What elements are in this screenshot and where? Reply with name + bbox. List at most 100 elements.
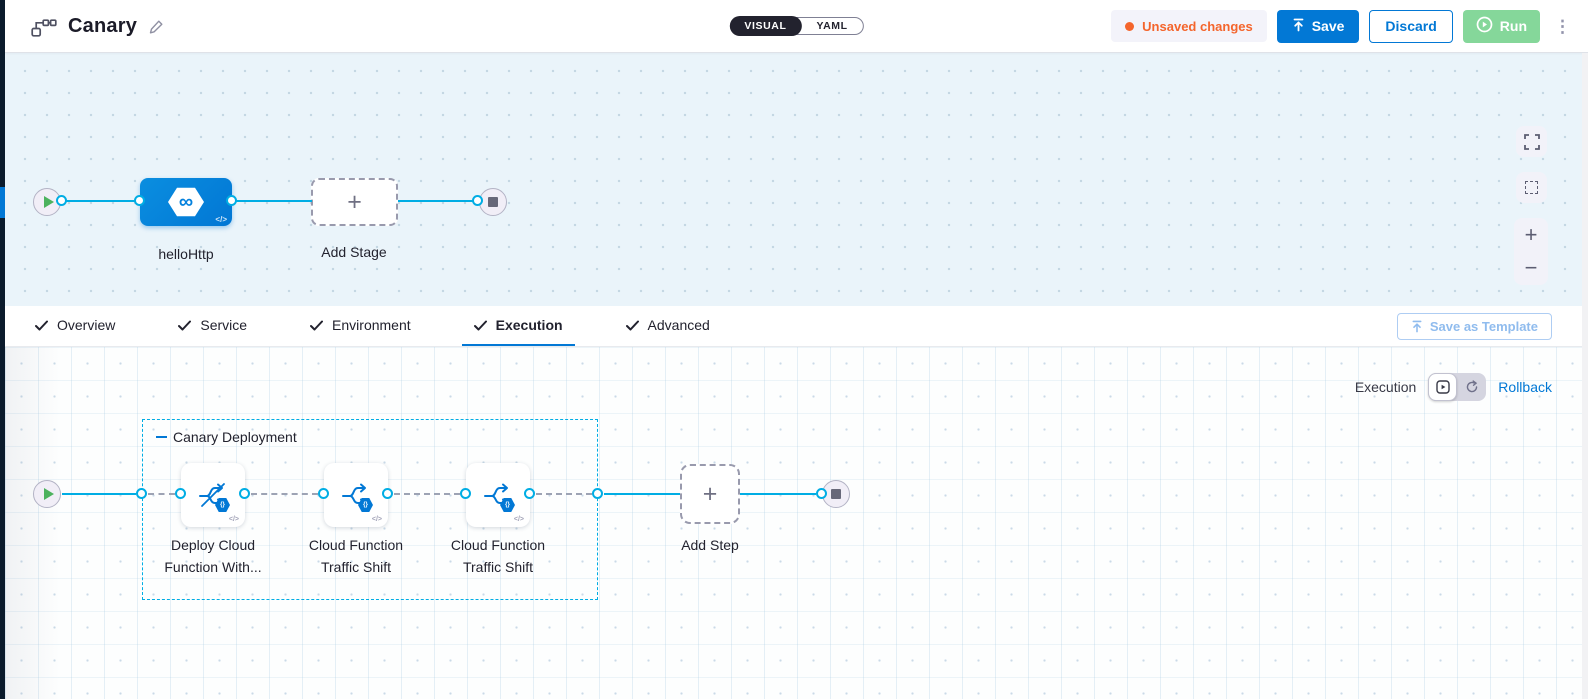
cloud-function-badge-icon: {} [358,498,373,512]
multi-select-button[interactable] [1516,172,1547,203]
connector-port [592,488,603,499]
cloud-function-badge-icon: {} [215,498,230,512]
execution-canvas-background [5,347,1582,699]
run-play-icon [1476,16,1493,36]
step-label: Cloud Function Traffic Shift [450,537,546,575]
pipeline-icon [31,16,57,37]
tab-execution[interactable]: Execution [461,306,575,346]
run-button-label: Run [1499,18,1527,34]
stop-icon [831,489,841,499]
rollback-link[interactable]: Rollback [1498,379,1552,395]
step-connector-dashed [394,493,460,495]
add-step-button[interactable]: + [680,464,740,524]
unsaved-changes-badge: Unsaved changes [1111,10,1267,42]
vertical-scrollbar[interactable] [1582,53,1588,699]
step-traffic-shift-2[interactable]: {} </> [466,463,530,527]
stage-tabbar: Overview Service Environment Execution A… [5,306,1582,347]
cloud-function-badge-icon: {} [500,498,515,512]
fullscreen-icon [1523,133,1540,150]
rollback-mode-button[interactable] [1457,373,1486,401]
step-label: Cloud Function Traffic Shift [308,537,404,575]
toggle-yaml[interactable]: YAML [816,20,848,32]
execution-mode-button[interactable] [1428,373,1458,401]
group-collapse-dash-icon[interactable] [156,436,167,438]
infinity-glyph: ∞ [178,191,194,213]
zoom-controls: + − [1514,218,1548,285]
stop-icon [488,197,498,207]
check-icon [310,320,324,330]
connector-port [460,488,471,499]
nav-active-indicator [0,187,5,218]
group-name: Canary Deployment [173,429,297,445]
collapsed-nav-strip[interactable] [0,0,5,699]
connector-port [816,488,827,499]
add-stage-button[interactable]: + [311,178,398,226]
header-menu-icon[interactable]: ⋮ [1554,16,1571,36]
step-traffic-shift-1[interactable]: {} </> [324,463,388,527]
visual-yaml-toggle: VISUAL YAML [729,16,864,36]
check-icon [35,320,48,330]
rollback-icon [1466,380,1478,393]
stage-node-hellohttp[interactable]: ∞ </> [140,178,232,226]
step-group-canary-deployment[interactable]: Canary Deployment [142,419,598,600]
connector-port [226,195,237,206]
check-icon [178,320,192,330]
tab-label: Overview [57,317,116,333]
zoom-out-button[interactable]: − [1524,255,1538,281]
tab-label: Environment [332,317,411,333]
connector-port [175,488,186,499]
tab-label: Advanced [647,317,710,333]
unsaved-changes-label: Unsaved changes [1142,18,1253,34]
tab-advanced[interactable]: Advanced [614,306,722,346]
discard-button[interactable]: Discard [1369,9,1453,43]
fullscreen-button[interactable] [1516,126,1547,157]
stage-canvas-background [5,53,1582,306]
run-button[interactable]: Run [1462,9,1540,43]
tab-service[interactable]: Service [166,306,259,346]
edit-title-icon[interactable] [148,18,165,35]
tab-label: Service [200,317,248,333]
add-stage-label: Add Stage [321,244,387,260]
execution-icon [1436,380,1450,394]
connector-port [134,195,145,206]
save-button-label: Save [1311,18,1345,34]
step-connector-dashed [148,493,175,495]
stage-connector [398,200,476,202]
step-connector [740,493,816,495]
execution-start-node[interactable] [33,480,61,508]
code-icon: </> [228,516,239,523]
step-group-label: Canary Deployment [156,429,297,445]
plus-icon: + [702,479,718,508]
step-deploy-cloud-function[interactable]: {} </> [181,463,245,527]
connector-port [136,488,147,499]
page-title: Canary [68,14,138,37]
pipeline-end-node[interactable] [479,188,507,216]
execution-rollback-switcher: Execution Rollback [1355,373,1552,401]
play-icon [43,488,54,500]
add-step-label: Add Step [681,537,739,553]
upload-icon [1292,18,1305,35]
tab-environment[interactable]: Environment [298,306,423,346]
check-icon [625,320,639,330]
plus-icon: + [347,187,362,216]
stage-connector [232,200,312,202]
save-button[interactable]: Save [1276,9,1360,43]
upload-icon [1412,320,1422,333]
step-connector-dashed [251,493,318,495]
tab-overview[interactable]: Overview [23,306,127,346]
toggle-visual[interactable]: VISUAL [729,16,802,36]
connector-port [472,195,483,206]
save-as-template-button[interactable]: Save as Template [1396,313,1552,340]
code-icon: </> [215,215,227,224]
discard-button-label: Discard [1385,18,1437,34]
step-connector [62,493,136,495]
zoom-in-button[interactable]: + [1524,221,1538,247]
step-connector-dashed [536,493,592,495]
unsaved-dot-icon [1125,21,1135,31]
connector-port [56,195,67,206]
save-as-template-label: Save as Template [1429,319,1538,334]
connector-port [524,488,535,499]
